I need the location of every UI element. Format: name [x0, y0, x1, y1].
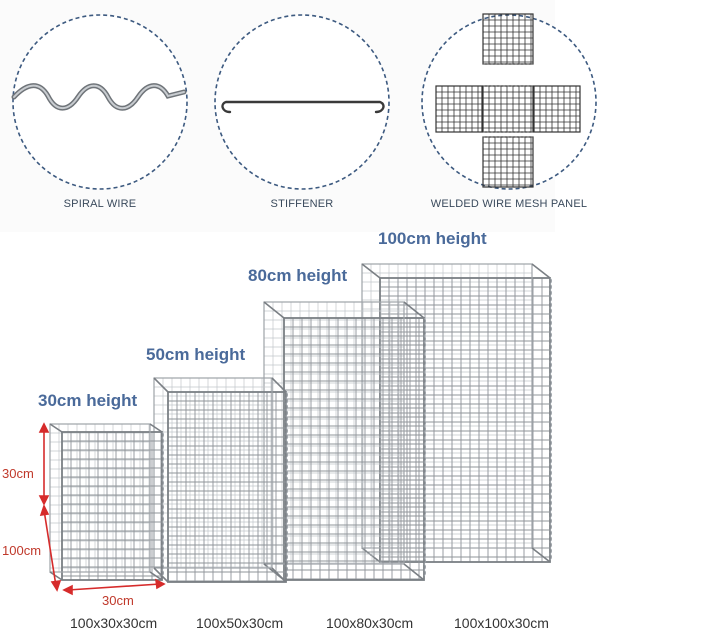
basket-50	[153, 377, 288, 583]
basket-100	[361, 263, 552, 563]
spiral-wire-label: SPIRAL WIRE	[63, 198, 137, 210]
height-label-30: 30cm height	[38, 391, 138, 410]
mesh-panel-icon	[435, 13, 581, 188]
mesh-panel-label: WELDED WIRE MESH PANEL	[430, 198, 588, 210]
spiral-wire-circle	[12, 14, 188, 190]
dim-width-label: 30cm	[102, 593, 134, 608]
size-label-100: 100x100x30cm	[454, 615, 549, 631]
basket-80	[263, 301, 426, 581]
width-arrow	[67, 583, 161, 591]
dim-height-label: 30cm	[2, 466, 34, 481]
size-label-50: 100x50x30cm	[196, 615, 284, 631]
basket-30	[49, 423, 164, 581]
dim-length-label: 100cm	[2, 543, 42, 558]
height-label-80: 80cm height	[248, 266, 348, 285]
height-label-50: 50cm height	[146, 345, 246, 364]
dimension-arrows	[38, 422, 166, 596]
length-arrow	[43, 509, 57, 587]
spiral-wire-icon	[11, 83, 187, 111]
height-label-100: 100cm height	[378, 229, 487, 248]
size-label-80: 100x80x30cm	[326, 615, 414, 631]
stiffener-icon	[221, 100, 385, 114]
size-label-30: 100x30x30cm	[70, 615, 158, 631]
stiffener-label: STIFFENER	[270, 198, 334, 210]
mesh-panel-circle	[421, 14, 597, 190]
